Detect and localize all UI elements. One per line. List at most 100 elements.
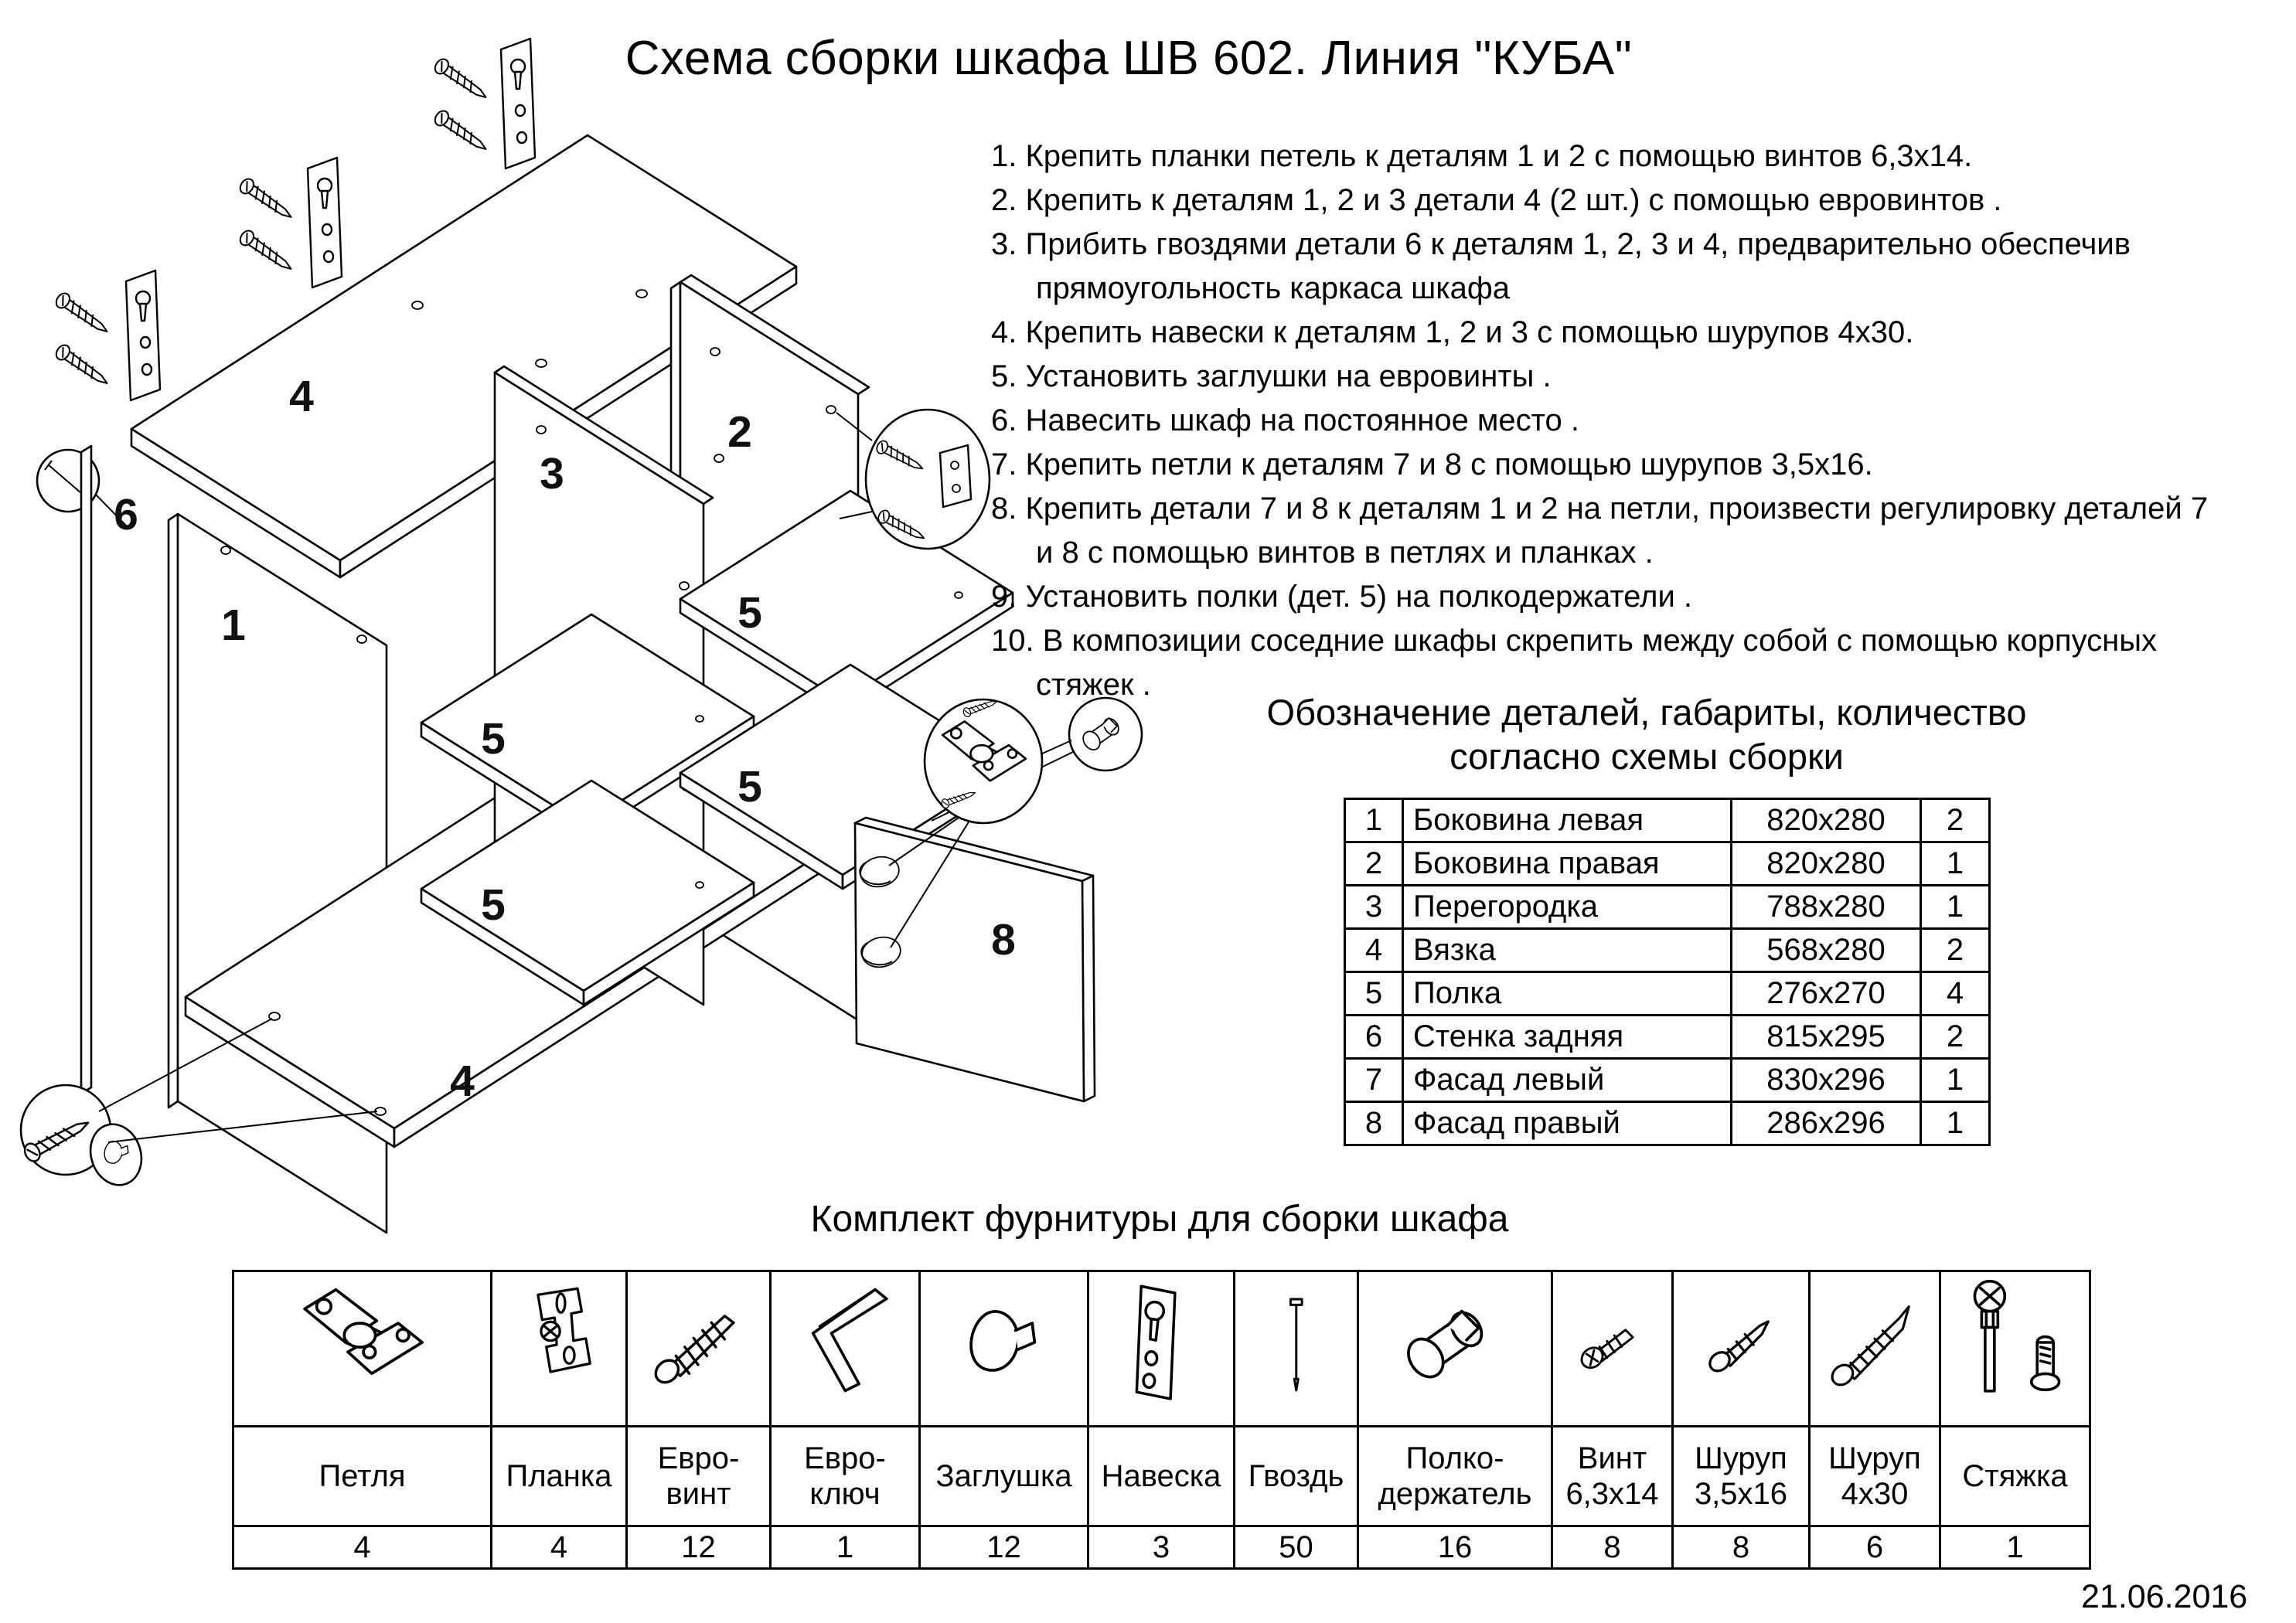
date-stamp: 21.06.2016 xyxy=(2081,1578,2248,1615)
instruction-item: 5. Установить заглушки на евровинты . xyxy=(991,359,1552,393)
euroscrew-cap-callout xyxy=(19,1018,378,1186)
vint-icon xyxy=(1551,1270,1674,1427)
part-name: Вязка xyxy=(1402,927,1732,973)
hardware-name: Гвоздь xyxy=(1233,1425,1359,1527)
instruction-number: 8. xyxy=(991,492,1017,526)
part-num: 2 xyxy=(1344,841,1404,886)
hardware-qty: 3 xyxy=(1087,1525,1235,1570)
shelfpin-icon xyxy=(1357,1270,1553,1427)
hardware-name: Евро-ключ xyxy=(769,1425,921,1527)
part-size: 815х295 xyxy=(1730,1014,1922,1060)
part-size: 830х296 xyxy=(1730,1057,1922,1103)
part-qty: 1 xyxy=(1920,841,1991,886)
label-shelf-3: 5 xyxy=(738,762,762,812)
label-bottom-panel: 4 xyxy=(450,1056,475,1106)
hardware-qty: 8 xyxy=(1551,1525,1674,1570)
part-num: 3 xyxy=(1344,884,1404,930)
plate-icon xyxy=(490,1270,628,1427)
parts-table-heading: Обозначение деталей, габариты, количеств… xyxy=(1160,690,2134,778)
hardware-qty: 1 xyxy=(1939,1525,2091,1570)
part-qty: 2 xyxy=(1920,927,1991,973)
instruction-number: 7. xyxy=(991,447,1017,481)
part-name: Фасад левый xyxy=(1402,1057,1732,1103)
part-name: Стенка задняя xyxy=(1402,1014,1732,1060)
part-size: 820х280 xyxy=(1730,841,1922,886)
instruction-item: 4. Крепить навески к деталям 1, 2 и 3 с … xyxy=(991,315,1914,349)
naveska-icon xyxy=(1087,1270,1235,1427)
part-name: Боковина правая xyxy=(1402,841,1732,886)
instruction-item: 6. Навесить шкаф на постоянное место . xyxy=(991,403,1580,437)
instruction-item: 3. Прибить гвоздями детали 6 к деталям 1… xyxy=(991,227,2131,305)
right-door-shape xyxy=(853,816,1096,1103)
instruction-number: 9. xyxy=(991,580,1017,614)
hardware-qty: 12 xyxy=(625,1525,772,1570)
part-num: 6 xyxy=(1344,1014,1404,1060)
hardware-name: Стяжка xyxy=(1939,1425,2091,1527)
styazhka-icon xyxy=(1939,1270,2091,1427)
hardware-name: Заглушка xyxy=(918,1425,1089,1527)
hardware-table-heading: Комплект фурнитуры для сборки шкафа xyxy=(810,1199,1509,1240)
instructions-list: 1. Крепить планки петель к деталям 1 и 2… xyxy=(991,134,2216,707)
instruction-number: 10. xyxy=(991,624,1034,658)
instruction-number: 5. xyxy=(991,359,1017,393)
instruction-number: 2. xyxy=(991,183,1017,217)
part-size: 820х280 xyxy=(1730,798,1922,843)
hardware-qty: 4 xyxy=(232,1525,492,1570)
hardware-icons-row xyxy=(232,1270,2091,1427)
instruction-number: 3. xyxy=(991,227,1017,261)
part-size: 286х296 xyxy=(1730,1101,1922,1146)
instruction-number: 1. xyxy=(991,139,1017,173)
cap-icon xyxy=(918,1270,1089,1427)
part-name: Полка xyxy=(1402,971,1732,1016)
instruction-item: 10. В композиции соседние шкафы скрепить… xyxy=(991,624,2157,702)
part-qty: 1 xyxy=(1920,1057,1991,1103)
instruction-number: 6. xyxy=(991,403,1017,437)
label-top-panel: 4 xyxy=(289,372,314,421)
instruction-item: 9. Установить полки (дет. 5) на полкодер… xyxy=(991,580,1693,614)
part-name: Фасад правый xyxy=(1402,1101,1732,1146)
part-num: 4 xyxy=(1344,927,1404,973)
nail-icon xyxy=(1233,1270,1359,1427)
shurup35-icon xyxy=(1671,1270,1811,1427)
label-right-side: 2 xyxy=(727,407,752,457)
instruction-item: 2. Крепить к деталям 1, 2 и 3 детали 4 (… xyxy=(991,183,2002,217)
part-size: 276х270 xyxy=(1730,971,1922,1016)
part-size: 788х280 xyxy=(1730,884,1922,930)
label-back-wall: 6 xyxy=(114,490,138,539)
instruction-item: 8. Крепить детали 7 и 8 к деталям 1 и 2 … xyxy=(991,492,2209,570)
hardware-qty: 12 xyxy=(918,1525,1089,1570)
label-shelf-2: 5 xyxy=(481,714,506,764)
hardware-qty: 1 xyxy=(769,1525,921,1570)
part-num: 5 xyxy=(1344,971,1404,1016)
hinge-icon xyxy=(232,1270,492,1427)
part-name: Боковина левая xyxy=(1402,798,1732,843)
hardware-name: Полко-держатель xyxy=(1357,1425,1553,1527)
instruction-number: 4. xyxy=(991,315,1017,349)
shurup430-icon xyxy=(1808,1270,1941,1427)
euroscrew-callout xyxy=(836,408,991,550)
instruction-item: 1. Крепить планки петель к деталям 1 и 2… xyxy=(991,139,1973,173)
label-shelf-4: 5 xyxy=(481,880,506,930)
part-qty: 4 xyxy=(1920,971,1991,1016)
parts-heading-line2: согласно схемы сборки xyxy=(1449,736,1844,777)
label-left-side: 1 xyxy=(221,601,246,650)
hardware-qty: 6 xyxy=(1808,1525,1941,1570)
part-num: 7 xyxy=(1344,1057,1404,1103)
instruction-item: 7. Крепить петли к деталям 7 и 8 с помощ… xyxy=(991,447,1873,481)
hardware-qty: 4 xyxy=(490,1525,628,1570)
label-partition: 3 xyxy=(540,449,564,498)
